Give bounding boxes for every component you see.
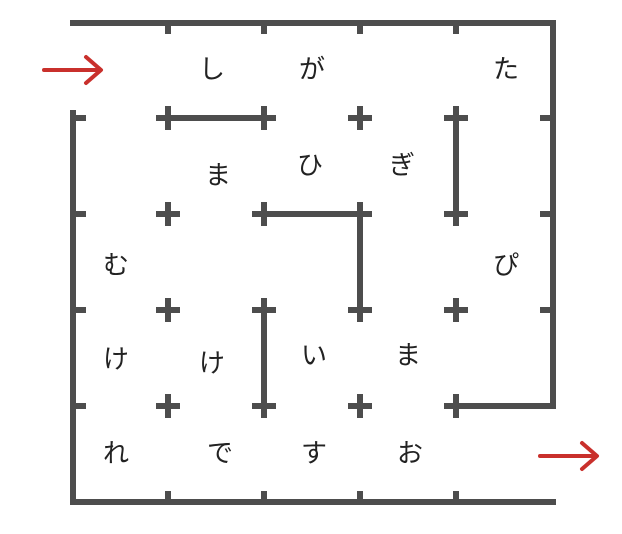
maze-cell: で [206, 439, 233, 469]
maze-cell: す [300, 439, 327, 469]
interior-walls [168, 115, 556, 409]
maze-cell [378, 50, 438, 90]
maze-cell: ぴ [492, 251, 519, 281]
maze-cell [378, 242, 438, 282]
maze-cell: け [102, 345, 129, 375]
maze-cell [90, 50, 150, 90]
maze-cell: ぎ [388, 151, 415, 181]
maze-cell [90, 146, 150, 186]
entrance-arrow-icon [42, 55, 103, 85]
maze-cell [282, 242, 342, 282]
exit-arrow-icon [538, 441, 599, 471]
maze-cell: し [198, 55, 225, 85]
maze-cell [476, 146, 536, 186]
maze-cell [186, 242, 246, 282]
maze-cell: ま [204, 161, 231, 191]
maze-cell: た [492, 55, 519, 85]
maze-cell [476, 434, 536, 474]
maze-cell: ひ [296, 151, 323, 181]
maze-cell: け [198, 349, 225, 379]
maze-cell: い [300, 341, 327, 371]
maze-cell [476, 338, 536, 378]
maze-cell: む [102, 251, 129, 281]
maze-cell: ま [394, 341, 421, 371]
maze-cell: お [396, 439, 423, 469]
maze-cell: が [298, 55, 325, 85]
maze-cell: れ [102, 439, 129, 469]
border-ticks [70, 20, 556, 505]
